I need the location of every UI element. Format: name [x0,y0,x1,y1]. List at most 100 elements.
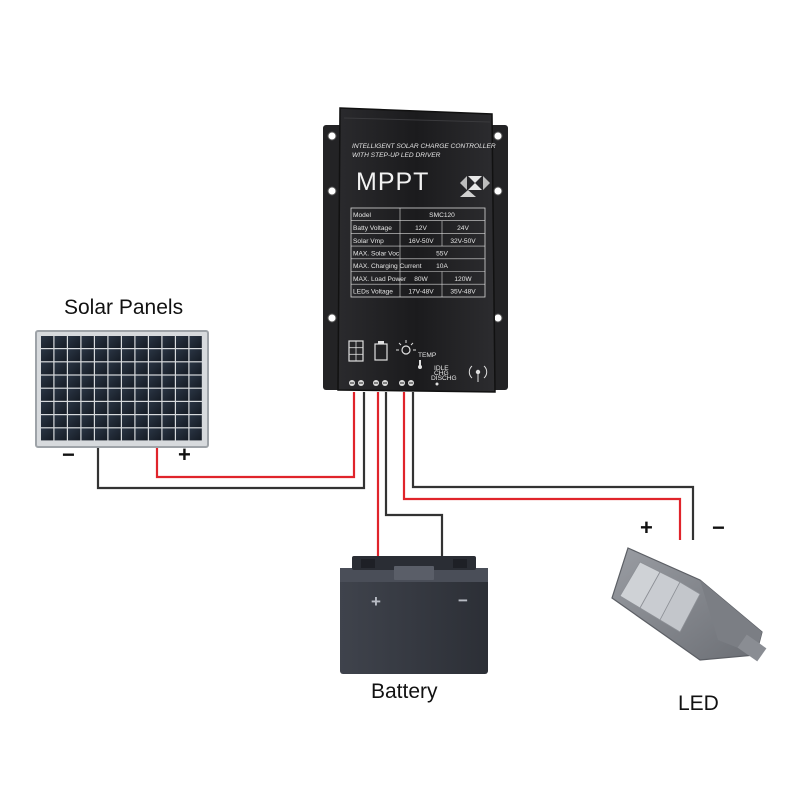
led-positive-wire [402,392,682,540]
battery-plus-mark: + [371,592,381,611]
spec-value-leds-voltage-2: 35V-48V [450,289,476,296]
terminal-solar [349,380,364,386]
solar-cell [176,336,189,348]
solar-cell [189,402,202,414]
solar-cell [162,336,175,348]
solar-cell [95,336,108,348]
solar-cell [189,375,202,388]
spec-value-max-load-power-1: 80W [414,276,428,283]
solar-cell [162,415,175,428]
solar-cell [54,336,67,348]
status-indicator-light [435,382,439,386]
led-label: LED [678,692,719,715]
solar-cell [54,388,67,401]
thermometer-icon [418,360,422,369]
solar-cell [108,428,121,441]
solar-cell [81,375,94,388]
solar-cell [135,388,148,401]
solar-cell [81,428,94,441]
spec-value-max-solar-voc: 55V [436,251,448,258]
led-modules [619,561,701,633]
battery-icon [374,341,388,361]
led-street-light [611,547,767,662]
solar-cell [176,388,189,401]
led-minus-sign: − [712,515,725,540]
spec-value-battery-voltage-1: 12V [415,225,427,232]
solar-cell [149,336,162,348]
spec-value-leds-voltage-1: 17V-48V [408,289,434,296]
solar-cell [54,349,67,362]
solar-cell [135,336,148,348]
solar-cell [108,415,121,428]
solar-cell [176,362,189,375]
solar-cell [41,388,54,401]
solar-cell [149,375,162,388]
charge-controller: INTELLIGENT SOLAR CHARGE CONTROLLER WITH… [323,107,508,393]
spec-label-max-charging-current: MAX. Charging Current [353,263,422,270]
solar-cell [122,362,135,375]
solar-cell [135,362,148,375]
solar-cell [176,428,189,441]
solar-cell [68,415,81,428]
battery-label: Battery [371,680,438,703]
battery-minus-mark: − [458,591,468,610]
spec-value-solar-vmp-2: 32V-50V [450,238,476,245]
solar-cell [135,428,148,441]
spec-label-leds-voltage: LEDs Voltage [353,289,393,296]
solar-cell [68,388,81,401]
solar-cell [95,375,108,388]
solar-cell [41,362,54,375]
solar-cell [162,428,175,441]
solar-cell [135,349,148,362]
solar-cell [176,415,189,428]
spec-value-solar-vmp-1: 16V-50V [408,238,434,245]
solar-cell [135,415,148,428]
brand-logo-icon [460,176,490,197]
solar-cell [162,349,175,362]
status-dischg-label: DISCHG [431,375,457,382]
solar-cell [189,388,202,401]
solar-panel-icon [348,340,364,362]
solar-cell [189,428,202,441]
solar-positive-wire [155,392,356,479]
status-idle-label: IDLE [434,365,449,372]
solar-cell [95,388,108,401]
solar-cell [68,428,81,441]
solar-cell [54,402,67,414]
solar-cell [122,388,135,401]
spec-value-battery-voltage-2: 24V [457,225,469,232]
solar-cell [81,349,94,362]
solar-cell [149,415,162,428]
solar-panels-label: Solar Panels [64,296,183,319]
solar-cell [162,375,175,388]
solar-cell [41,402,54,414]
spec-label-battery-voltage: Batty Voltage [353,225,392,232]
solar-cell [122,349,135,362]
solar-cell [68,402,81,414]
solar-cell [149,402,162,414]
solar-cell [81,362,94,375]
solar-cell [135,375,148,388]
solar-cell [81,388,94,401]
solar-cell [68,336,81,348]
solar-cell [95,402,108,414]
spec-value-max-charging-current: 10A [436,263,448,270]
solar-cell [108,375,121,388]
terminal-battery [373,380,388,386]
solar-cell [95,428,108,441]
solar-cell [108,388,121,401]
controller-header-line2: WITH STEP-UP LED DRIVER [352,152,441,159]
solar-cell [122,402,135,414]
solar-cell [41,336,54,348]
solar-cell [108,402,121,414]
solar-cell [81,336,94,348]
solar-cell [122,336,135,348]
solar-cell [68,362,81,375]
wireless-icon [468,365,488,382]
status-chg-label: CHG [434,370,449,377]
solar-cell [95,349,108,362]
solar-minus-sign: − [62,442,75,467]
solar-panel [35,330,209,448]
spec-label-max-load-power: MAX. Load Power [353,276,407,283]
solar-cell [149,362,162,375]
